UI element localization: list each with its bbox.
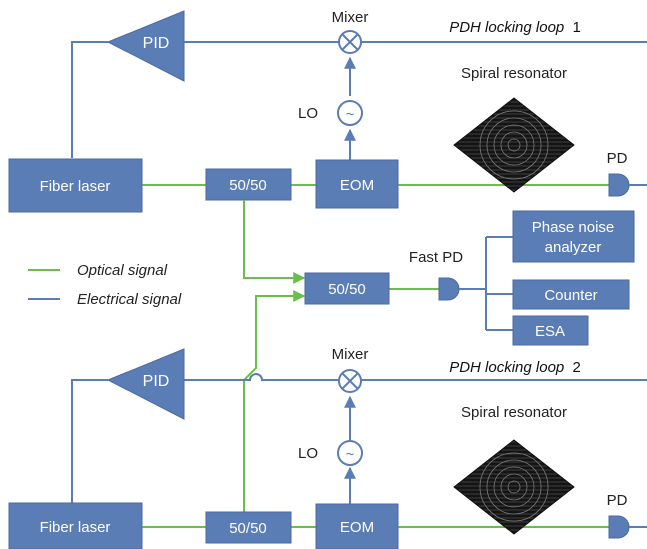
counter-label: Counter bbox=[544, 287, 597, 304]
loop2-group: PID Mixer PDH locking loop 2 LO ~ Spiral… bbox=[8, 346, 647, 549]
legend-electrical-label: Electrical signal bbox=[77, 291, 182, 308]
loop1-pid-label: PID bbox=[143, 35, 170, 52]
esa-box bbox=[512, 315, 589, 346]
loop2-spiral-resonator bbox=[453, 439, 575, 535]
loop2-eom-label: EOM bbox=[340, 519, 374, 536]
loop2-mixer-label: Mixer bbox=[332, 346, 369, 363]
counter-box bbox=[512, 279, 630, 310]
loop1-pd-label: PD bbox=[607, 150, 628, 167]
optical-path-from-loop1 bbox=[243, 200, 306, 284]
loop1-pid-to-laser-line bbox=[71, 41, 108, 158]
loop1-photodiode-icon bbox=[608, 173, 630, 197]
loop2-lo-source-icon bbox=[337, 440, 363, 466]
legend: Optical signal Electrical signal bbox=[28, 262, 182, 308]
phase-noise-analyzer-label-line1: Phase noise bbox=[532, 219, 615, 236]
phase-noise-analyzer-label-line2: analyzer bbox=[545, 239, 602, 256]
esa-label: ESA bbox=[535, 323, 565, 340]
legend-optical-label: Optical signal bbox=[77, 262, 168, 279]
loop1-pdh-title-text: PDH locking loop bbox=[449, 19, 564, 36]
fast-pd-label: Fast PD bbox=[409, 249, 463, 266]
loop2-splitter bbox=[205, 511, 292, 544]
loop1-fiber-laser-label: Fiber laser bbox=[40, 178, 111, 195]
loop2-lo-label: LO bbox=[298, 445, 318, 462]
loop2-pid-amplifier bbox=[106, 348, 185, 420]
loop1-eom-label: EOM bbox=[340, 177, 374, 194]
loop1-lo-source-icon bbox=[337, 100, 363, 126]
phase-noise-analyzer bbox=[512, 210, 635, 263]
loop1-splitter-label: 50/50 bbox=[229, 177, 267, 194]
loop1-fiber-laser bbox=[8, 158, 143, 213]
combiner-group: 50/50 Fast PD Phase noise analyzer Count… bbox=[243, 200, 635, 516]
loop1-resonator-label: Spiral resonator bbox=[461, 65, 567, 82]
combiner-splitter bbox=[304, 272, 390, 305]
loop2-fiber-laser-label: Fiber laser bbox=[40, 519, 111, 536]
loop2-pdh-title: PDH locking loop 2 bbox=[449, 359, 581, 376]
loop2-pid-label: PID bbox=[143, 373, 170, 390]
loop2-mixer-icon bbox=[338, 369, 362, 393]
loop2-photodiode-icon bbox=[608, 515, 630, 539]
loop1-spiral-resonator bbox=[453, 97, 575, 193]
loop2-resonator-label: Spiral resonator bbox=[461, 404, 567, 421]
loop2-fiber-laser bbox=[8, 502, 143, 549]
loop2-pdh-title-text: PDH locking loop bbox=[449, 359, 564, 376]
loop1-lo-label: LO bbox=[298, 105, 318, 122]
fast-photodiode-icon bbox=[438, 277, 460, 301]
loop2-pdh-number: 2 bbox=[572, 359, 580, 376]
optical-path-from-loop2 bbox=[243, 290, 306, 516]
loop2-pid-to-laser-line bbox=[71, 379, 108, 503]
loop1-group: PID Mixer PDH locking loop 1 LO ~ Spiral… bbox=[8, 9, 647, 213]
loop1-lo-symbol: ~ bbox=[346, 106, 355, 123]
loop1-splitter bbox=[205, 168, 292, 201]
loop2-lo-symbol: ~ bbox=[346, 446, 355, 463]
loop1-eom bbox=[315, 159, 399, 209]
combiner-splitter-label: 50/50 bbox=[328, 281, 366, 298]
loop1-pid-amplifier bbox=[106, 10, 185, 82]
loop2-splitter-label: 50/50 bbox=[229, 520, 267, 537]
loop1-pdh-number: 1 bbox=[572, 19, 580, 36]
loop2-eom bbox=[315, 503, 399, 549]
loop1-mixer-label: Mixer bbox=[332, 9, 369, 26]
loop1-mixer-icon bbox=[338, 30, 362, 54]
loop2-top-line bbox=[184, 373, 647, 381]
loop2-pd-label: PD bbox=[607, 492, 628, 509]
loop1-pdh-title: PDH locking loop 1 bbox=[449, 19, 581, 36]
